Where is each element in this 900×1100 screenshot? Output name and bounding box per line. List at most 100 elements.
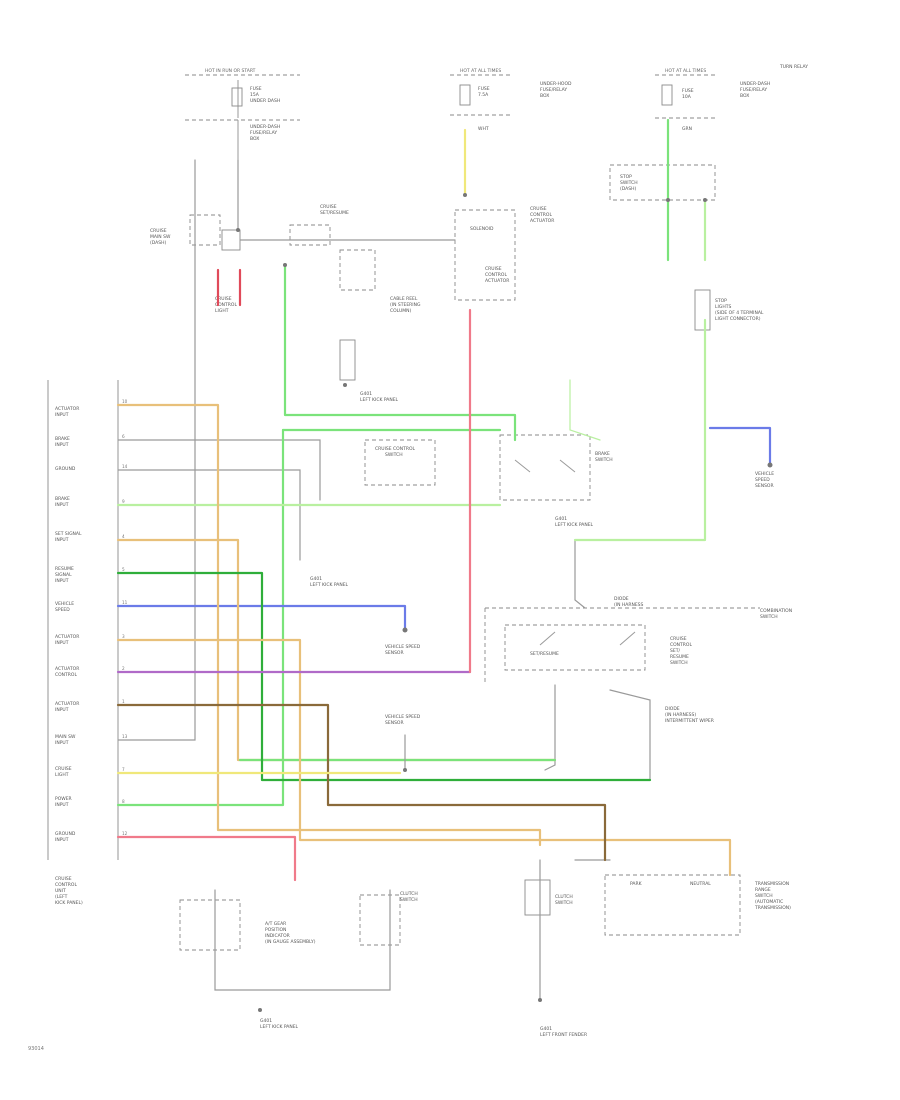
svg-text:2: 2 xyxy=(122,666,125,671)
svg-text:LEFT KICK PANEL: LEFT KICK PANEL xyxy=(260,1024,299,1030)
svg-text:INPUT: INPUT xyxy=(55,578,69,584)
svg-text:VEHICLE: VEHICLE xyxy=(755,471,774,477)
page-ref: 93014 xyxy=(28,1046,44,1052)
svg-text:15A: 15A xyxy=(250,92,260,98)
svg-text:3: 3 xyxy=(122,634,125,639)
svg-text:TRANSMISSION: TRANSMISSION xyxy=(754,881,789,887)
svg-text:LIGHT: LIGHT xyxy=(55,772,69,778)
svg-text:LEFT FRONT FENDER: LEFT FRONT FENDER xyxy=(540,1032,587,1038)
svg-text:MAIN SW: MAIN SW xyxy=(55,734,76,740)
svg-text:CONTROL: CONTROL xyxy=(485,272,507,278)
svg-text:HOT AT ALL TIMES: HOT AT ALL TIMES xyxy=(665,68,706,74)
svg-text:(IN HARNESS): (IN HARNESS) xyxy=(665,712,696,718)
svg-text:7.5A: 7.5A xyxy=(478,92,489,98)
svg-text:SWITCH: SWITCH xyxy=(400,897,418,903)
svg-text:UNDER-HOOD: UNDER-HOOD xyxy=(540,81,572,87)
svg-text:G401: G401 xyxy=(540,1026,552,1032)
svg-text:INDICATOR: INDICATOR xyxy=(265,933,290,939)
connector-dots xyxy=(236,193,773,1012)
svg-text:CONTROL: CONTROL xyxy=(215,302,237,308)
svg-text:(SIDE OF 4 TERMINAL: (SIDE OF 4 TERMINAL xyxy=(715,310,764,316)
svg-text:POSITION: POSITION xyxy=(265,927,286,933)
svg-text:CLUTCH: CLUTCH xyxy=(555,894,573,900)
svg-text:INPUT: INPUT xyxy=(55,837,69,843)
svg-text:STOP: STOP xyxy=(620,174,632,180)
svg-text:(DASH): (DASH) xyxy=(620,186,636,192)
svg-text:INPUT: INPUT xyxy=(55,502,69,508)
svg-text:LEFT KICK PANEL: LEFT KICK PANEL xyxy=(555,522,594,528)
svg-text:POWER: POWER xyxy=(55,796,72,802)
svg-text:SWITCH: SWITCH xyxy=(755,893,773,899)
svg-text:A/T GEAR: A/T GEAR xyxy=(265,921,286,927)
svg-text:CRUISE: CRUISE xyxy=(150,228,167,234)
svg-text:G401: G401 xyxy=(260,1018,272,1024)
svg-text:SPEED: SPEED xyxy=(55,607,70,613)
svg-text:UNIT: UNIT xyxy=(55,888,66,894)
svg-text:INPUT: INPUT xyxy=(55,537,69,543)
svg-text:CONTROL: CONTROL xyxy=(530,212,552,218)
svg-text:UNDER DASH: UNDER DASH xyxy=(250,98,280,104)
svg-text:CRUISE: CRUISE xyxy=(485,266,502,272)
svg-text:TURN RELAY: TURN RELAY xyxy=(779,64,808,70)
svg-text:CABLE REEL: CABLE REEL xyxy=(390,296,418,302)
svg-text:COLUMN): COLUMN) xyxy=(390,308,412,314)
svg-text:CRUISE CONTROL: CRUISE CONTROL xyxy=(375,446,415,452)
svg-text:UNDER-DASH: UNDER-DASH xyxy=(250,124,280,130)
svg-text:BOX: BOX xyxy=(740,93,749,99)
svg-text:INPUT: INPUT xyxy=(55,640,69,646)
svg-text:FUSE: FUSE xyxy=(682,88,694,94)
svg-text:SPEED: SPEED xyxy=(755,477,770,483)
svg-text:TRANSMISSION): TRANSMISSION) xyxy=(754,905,791,911)
svg-text:BOX: BOX xyxy=(250,136,259,142)
svg-text:VEHICLE: VEHICLE xyxy=(55,601,74,607)
svg-text:RESUME: RESUME xyxy=(670,654,689,660)
dash-wire-harness-box xyxy=(484,607,760,685)
svg-text:RESUME: RESUME xyxy=(55,566,74,572)
svg-text:GROUND: GROUND xyxy=(55,466,76,472)
svg-text:BRAKE: BRAKE xyxy=(595,451,610,457)
svg-text:ACTUATOR: ACTUATOR xyxy=(55,406,79,412)
svg-text:LEFT KICK PANEL: LEFT KICK PANEL xyxy=(310,582,349,588)
svg-text:INPUT: INPUT xyxy=(55,442,69,448)
svg-text:SENSOR: SENSOR xyxy=(385,650,404,656)
svg-text:11: 11 xyxy=(122,600,128,605)
svg-text:5: 5 xyxy=(122,567,125,572)
svg-text:GROUND: GROUND xyxy=(55,831,76,837)
svg-text:CRUISE: CRUISE xyxy=(530,206,547,212)
svg-text:UNDER-DASH: UNDER-DASH xyxy=(740,81,770,87)
svg-text:14: 14 xyxy=(122,464,128,469)
svg-text:INPUT: INPUT xyxy=(55,412,69,418)
svg-text:MAIN SW: MAIN SW xyxy=(150,234,171,240)
svg-text:CLUTCH: CLUTCH xyxy=(400,891,418,897)
svg-text:CONTROL: CONTROL xyxy=(55,672,77,678)
svg-text:SET/RESUME: SET/RESUME xyxy=(320,210,349,216)
svg-text:CRUISE: CRUISE xyxy=(215,296,232,302)
svg-text:SET SIGNAL: SET SIGNAL xyxy=(55,531,82,537)
svg-text:GRN: GRN xyxy=(682,126,692,132)
svg-text:SENSOR: SENSOR xyxy=(755,483,774,489)
svg-text:SOLENOID: SOLENOID xyxy=(470,226,494,232)
svg-text:6: 6 xyxy=(122,434,125,439)
svg-text:(LEFT: (LEFT xyxy=(55,894,68,900)
svg-text:SET/: SET/ xyxy=(670,648,680,654)
svg-text:DIODE: DIODE xyxy=(614,596,629,602)
svg-text:KICK PANEL): KICK PANEL) xyxy=(55,900,83,906)
resistor-labels: DIODE(IN HARNESS DIODE(IN HARNESS)INTERM… xyxy=(614,596,714,724)
svg-text:SIGNAL: SIGNAL xyxy=(55,572,72,578)
svg-text:ACTUATOR: ACTUATOR xyxy=(55,666,79,672)
svg-text:INPUT: INPUT xyxy=(55,740,69,746)
svg-text:7: 7 xyxy=(122,767,125,772)
svg-text:CRUISE: CRUISE xyxy=(670,636,687,642)
svg-text:10: 10 xyxy=(122,399,128,404)
